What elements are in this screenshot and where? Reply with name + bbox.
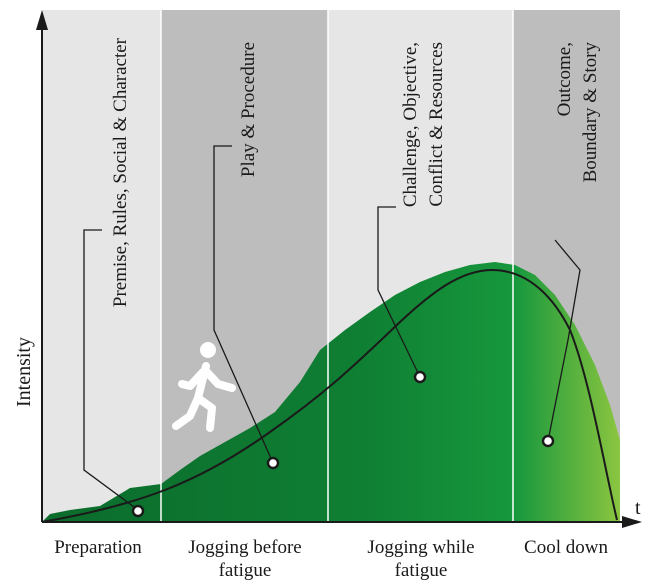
marker-dots <box>131 370 555 518</box>
annotation-challenge-line1: Challenge, Objective, <box>400 42 421 207</box>
leader-line-play-procedure <box>213 145 274 464</box>
marker-dot-play-procedure <box>266 456 280 470</box>
intensity-area <box>42 262 620 522</box>
intensity-curve <box>41 268 618 523</box>
running-person-icon <box>172 342 236 432</box>
phase-label-jogging-while-line2: fatigue <box>395 560 448 581</box>
leader-line-preparation <box>83 229 139 511</box>
marker-dot-preparation <box>131 504 145 518</box>
phase-label-jogging-while: Jogging while <box>367 537 474 558</box>
phase-label-cool-down: Cool down <box>524 537 608 558</box>
phase-label-jogging-before: Jogging before <box>188 537 301 558</box>
y-axis-arrow <box>36 10 48 30</box>
phase-label-jogging-before-line2: fatigue <box>219 560 272 581</box>
x-axis-label: t <box>635 497 641 519</box>
marker-dot-challenge <box>413 370 427 384</box>
annotation-outcome-line2: Boundary & Story <box>580 42 601 183</box>
axes <box>36 10 642 528</box>
annotation-play-procedure: Play & Procedure <box>238 42 259 177</box>
phase-label-preparation: Preparation <box>54 537 142 558</box>
x-axis-arrow <box>622 516 642 528</box>
annotation-outcome-line1: Outcome, <box>554 42 575 116</box>
marker-dot-outcome <box>541 434 555 448</box>
annotation-preparation: Premise, Rules, Social & Character <box>110 37 131 307</box>
phase-dividers <box>160 10 514 522</box>
annotation-challenge-line2: Conflict & Resources <box>426 42 447 207</box>
leader-line-challenge <box>377 206 421 378</box>
phase-band-preparation <box>42 10 161 522</box>
y-axis-label: Intensity <box>13 337 35 407</box>
leader-line-outcome <box>547 239 581 442</box>
leader-lines <box>83 145 581 511</box>
